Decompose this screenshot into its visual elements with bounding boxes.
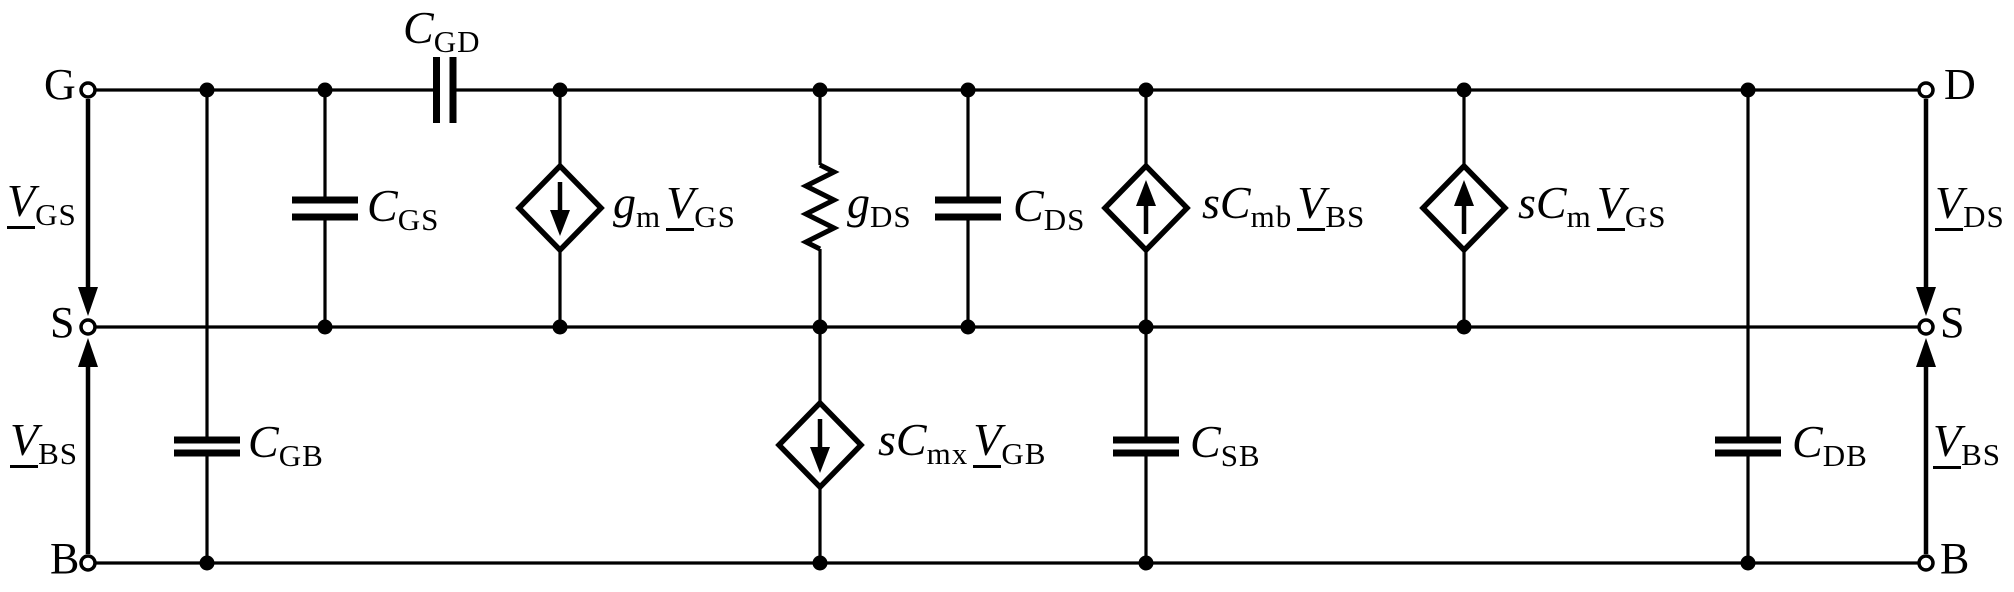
label-csb: CSB [1190,416,1261,473]
vbs-left-arrow [78,338,98,554]
terminal-label-bulk-left: B [50,534,80,583]
scm-coefficient: sC [1518,177,1567,228]
label-cgs: CGS [367,180,440,237]
cgd-subscript: GD [433,24,481,59]
cgs-symbol: C [367,180,398,231]
gm-arrow-down [550,210,570,236]
label-vgs-left: VGS [7,175,77,232]
terminal-source-right-node [1917,318,1935,336]
scm-coefficient-subscript: m [1566,199,1592,234]
vgs-left-subscript: GS [35,197,77,232]
source-gm-vgs-branch [515,90,605,327]
scmb-control-voltage: V [1297,177,1326,231]
scm-control-voltage: V [1596,177,1625,231]
scmx-control-voltage-subscript: GB [1001,436,1047,471]
scm-control-voltage-subscript: GS [1624,199,1667,234]
vbs-left-symbol: V [10,414,39,468]
csb-symbol: C [1190,416,1221,467]
vgs-left-arrow [78,99,98,316]
terminal-gate-node [79,81,97,99]
cgb-symbol: C [248,416,279,467]
capacitor-cds-branch [935,90,1001,327]
label-cdb: CDB [1792,416,1868,473]
cdb-subscript: DB [1822,438,1868,473]
scmb-control-voltage-subscript: BS [1325,199,1366,234]
scmx-control-voltage: V [973,414,1002,468]
capacitor-cdb-branch [1715,90,1781,563]
vbs-right-subscript: BS [1961,437,2002,472]
capacitor-csb-branch [1113,327,1179,563]
terminal-bulk-left-node [79,554,97,572]
scmb-coefficient: sC [1202,177,1251,228]
label-cgb: CGB [248,416,324,473]
vgs-left-symbol: V [7,175,36,229]
cds-subscript: DS [1043,202,1086,237]
vbs-right-symbol: V [1933,415,1962,469]
label-vbs-right: VBS [1933,415,2002,472]
scmx-coefficient: sC [878,414,927,465]
cgb-subscript: GB [278,438,324,473]
gds-symbol: g [847,177,870,228]
terminal-label-gate: G [44,60,76,109]
label-cds: CDS [1013,180,1086,237]
label-cgd: CGD [403,2,481,59]
source-scmx-vgb-branch [775,327,865,563]
terminal-label-bulk-right: B [1940,534,1970,583]
source-scm-vgs-branch [1419,90,1509,327]
cds-symbol: C [1013,180,1044,231]
vds-right-arrow [1916,99,1936,316]
scm-arrow-up [1454,180,1474,206]
terminal-label-drain: D [1944,60,1976,109]
gds-subscript: DS [870,199,912,234]
gm-control-voltage-subscript: GS [694,199,736,234]
terminal-label-source-right: S [1940,298,1965,347]
vbs-right-arrow [1916,338,1936,554]
terminal-drain-node [1917,81,1935,99]
csb-subscript: SB [1220,438,1261,473]
gm-coefficient-subscript: m [636,199,662,234]
vbs-left-subscript: BS [38,436,79,471]
capacitor-cgd-symbol [433,57,457,123]
capacitor-cgb-branch [174,90,240,563]
label-vbs-left: VBS [10,414,79,471]
label-gds: gDS [847,177,912,234]
scmb-coefficient-subscript: mb [1250,199,1293,234]
scmb-arrow-up [1136,180,1156,206]
scmx-arrow-down [810,447,830,473]
junction-dots [199,82,1756,571]
vds-right-symbol: V [1935,177,1964,231]
resistor-gds-branch [800,90,840,327]
capacitor-cgs-branch [292,90,358,327]
cgd-symbol: C [403,2,434,53]
cdb-symbol: C [1792,416,1823,467]
terminal-source-left-node [79,318,97,336]
label-vds-right: VDS [1935,177,2005,234]
terminal-label-source-left: S [50,298,75,347]
terminal-bulk-right-node [1917,554,1935,572]
cgs-subscript: GS [397,202,440,237]
source-scmb-vbs-branch [1101,90,1191,327]
gm-control-voltage: V [666,177,695,231]
scmx-coefficient-subscript: mx [926,436,969,471]
vds-right-subscript: DS [1963,199,2005,234]
gm-coefficient: g [613,177,636,228]
